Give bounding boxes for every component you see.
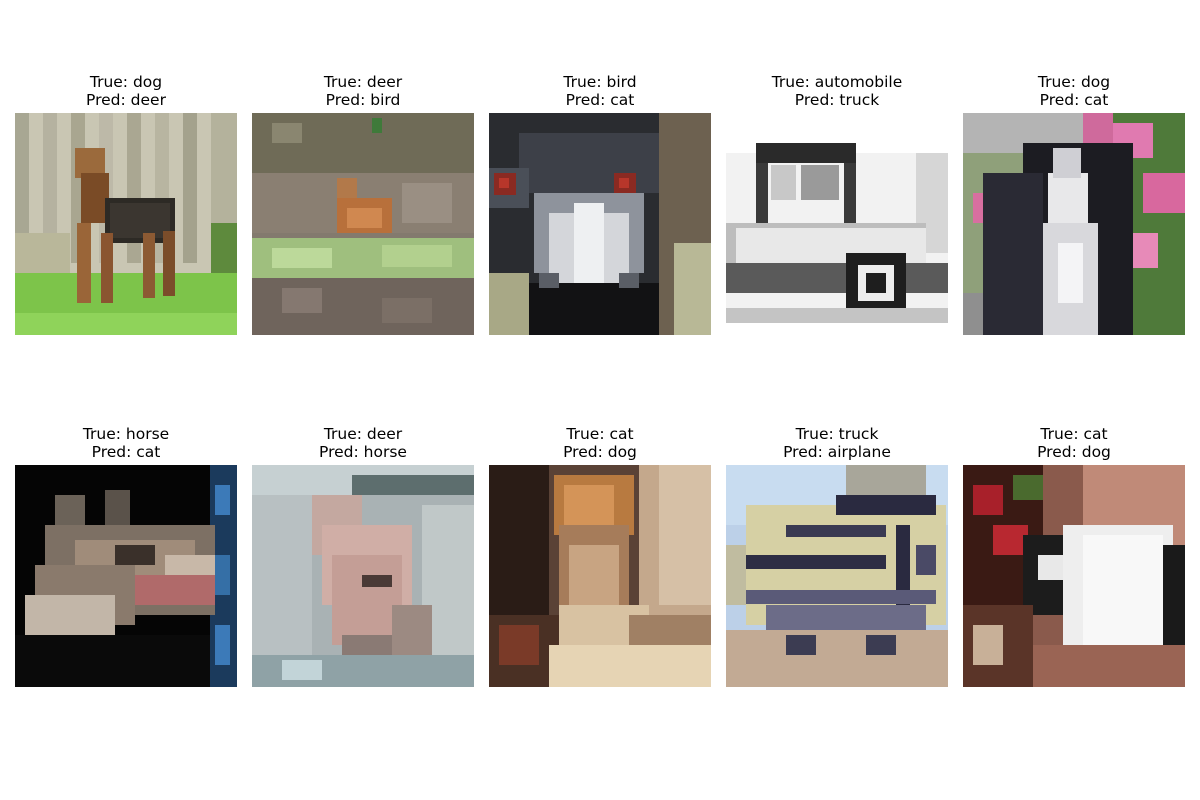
true-label: True: dog <box>89 73 163 91</box>
true-label: True: truck <box>795 425 879 443</box>
panel-title: True: deer Pred: bird <box>232 73 494 109</box>
panel-title: True: cat Pred: dog <box>469 425 731 461</box>
sample-image-automobile <box>726 113 948 335</box>
sample-image-bird <box>489 113 711 335</box>
pred-label: Pred: bird <box>325 91 401 109</box>
true-label: True: automobile <box>771 73 903 91</box>
pred-label: Pred: dog <box>1037 443 1111 461</box>
pred-label: Pred: horse <box>319 443 407 461</box>
true-label: True: cat <box>566 425 634 443</box>
sample-image-dog <box>15 113 237 335</box>
pred-label: Pred: cat <box>565 91 635 109</box>
panel-title: True: dog Pred: deer <box>0 73 257 109</box>
sample-image-deer <box>252 113 474 335</box>
sample-image-dog <box>963 113 1185 335</box>
panel-title: True: dog Pred: cat <box>943 73 1200 109</box>
true-label: True: deer <box>323 73 403 91</box>
sample-image-horse <box>15 465 237 687</box>
sample-image-deer <box>252 465 474 687</box>
sample-image-cat <box>963 465 1185 687</box>
panel-title: True: deer Pred: horse <box>232 425 494 461</box>
sample-image-truck <box>726 465 948 687</box>
true-label: True: bird <box>563 73 637 91</box>
true-label: True: deer <box>323 425 403 443</box>
sample-image-cat <box>489 465 711 687</box>
pred-label: Pred: cat <box>91 443 161 461</box>
pred-label: Pred: airplane <box>783 443 891 461</box>
panel-title: True: horse Pred: cat <box>0 425 257 461</box>
panel-title: True: truck Pred: airplane <box>706 425 968 461</box>
panel-title: True: bird Pred: cat <box>469 73 731 109</box>
true-label: True: cat <box>1040 425 1108 443</box>
true-label: True: horse <box>82 425 170 443</box>
panel-title: True: automobile Pred: truck <box>706 73 968 109</box>
pred-label: Pred: deer <box>86 91 166 109</box>
pred-label: Pred: dog <box>563 443 637 461</box>
pred-label: Pred: cat <box>1039 91 1109 109</box>
true-label: True: dog <box>1037 73 1111 91</box>
pred-label: Pred: truck <box>794 91 880 109</box>
panel-title: True: cat Pred: dog <box>943 425 1200 461</box>
